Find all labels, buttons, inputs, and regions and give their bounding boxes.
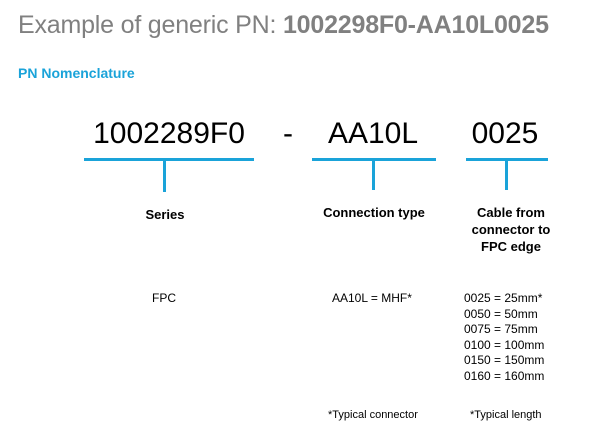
connection-type-underline <box>312 158 436 161</box>
cable-length-underline <box>466 158 548 161</box>
section-subtitle: PN Nomenclature <box>18 65 135 81</box>
series-stem <box>163 160 166 192</box>
connection-type-label: Connection type <box>323 205 425 220</box>
cable-length-option: 0025 = 25mm* <box>464 291 543 305</box>
connection-type-code: AA10L <box>327 117 419 150</box>
series-description: FPC <box>152 291 176 305</box>
connection-type-note: *Typical connector <box>328 409 418 421</box>
cable-length-label: Cable from connector to FPC edge <box>471 205 551 254</box>
series-label: Series <box>145 207 185 222</box>
cable-length-option: 0050 = 50mm <box>464 306 538 321</box>
cable-length-stem <box>505 160 508 190</box>
cable-length-option: 0160 = 160mm <box>464 368 545 383</box>
page-title-pn: 1002298F0-AA10L0025 <box>282 11 549 39</box>
series-code: 1002289F0 <box>93 117 245 150</box>
cable-length-options: 0025 = 25mm* 0050 = 50mm 0075 = 75mm 010… <box>464 291 544 384</box>
cable-length-note: *Typical length <box>470 409 542 421</box>
cable-length-code: 0025 <box>471 117 539 150</box>
page-title-prefix: Example of generic PN: <box>18 11 283 39</box>
separator-dash: - <box>283 117 293 150</box>
cable-length-option: 0150 = 150mm <box>464 353 545 367</box>
series-underline <box>84 158 254 161</box>
page-title: Example of generic PN: 1002298F0-AA10L00… <box>18 11 549 40</box>
cable-length-option: 0075 = 75mm <box>464 322 538 336</box>
cable-length-option: 0100 = 100mm <box>464 337 545 352</box>
connection-type-description: AA10L = MHF* <box>332 291 412 305</box>
connection-type-stem <box>372 160 375 190</box>
